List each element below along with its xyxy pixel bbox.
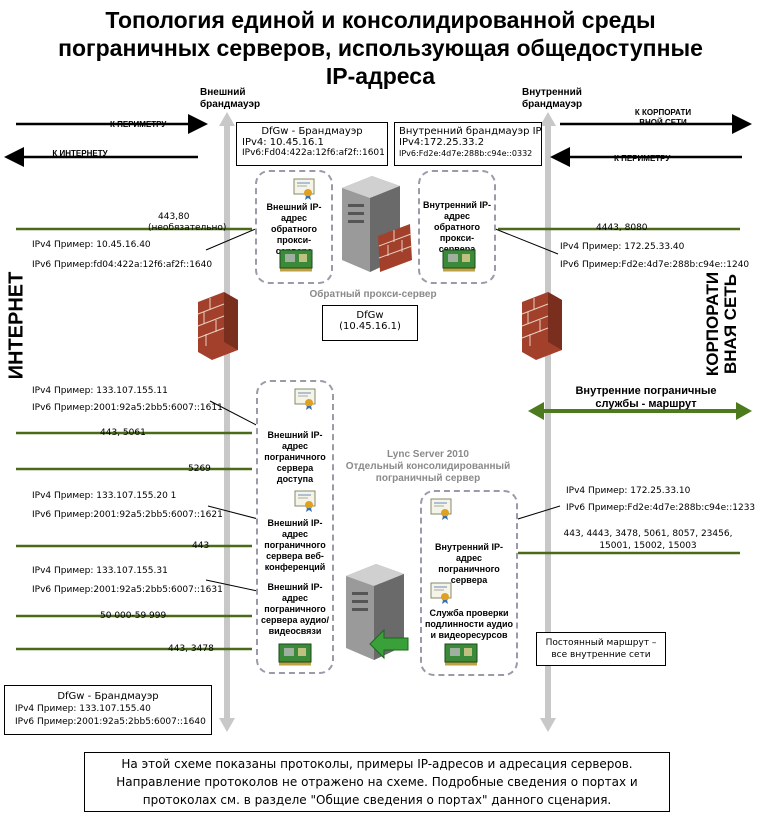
dfgw-top-title: DfGw - Брандмауэр [261,126,363,137]
rp-int-ipv6: IPv6 Пример:Fd2e:4d7e:288b:c94e::1240 [560,260,750,270]
internal-firewall-label: Внутренний брандмауэр [522,87,583,110]
to-perimeter-right-label: К ПЕРИМЕТРУ [614,154,671,163]
brick-wall-icon [197,292,238,360]
edge-internal-label: Внутренний IP-адрес пограничного сервера [435,542,503,585]
lync-caption-line1: Lync Server 2010 [387,449,469,460]
green-traffic-lines [16,227,740,651]
dfgw-mid-line2: (10.45.16.1) [339,321,401,332]
edge-external-card: Внешний IP-адрес пограничного сервера до… [256,380,334,674]
lync-caption: Lync Server 2010 Отдельный консолидирова… [338,449,518,485]
lync-caption-line2: Отдельный консолидированный пограничный … [345,461,511,484]
dfgw-bottom-title: DfGw - Брандмауэр [57,691,159,702]
internet-label: ИНТЕРНЕТ [5,271,28,380]
network-card-icon [278,643,312,666]
server-icon [342,176,413,272]
certificate-icon [294,490,316,512]
external-firewall-rail [219,112,235,732]
reverse-proxy-external-card: Внешний IP-адрес обратного прокси-сервер… [255,170,333,284]
rp-ext-ipv6: IPv6 Пример:fd04:422a:12f6:af2f::1640 [32,260,213,270]
certificate-icon [293,178,315,200]
edge-access-ipv6: IPv6 Пример:2001:92a5:2bb5:6007::1611 [32,403,223,413]
footnote-line1: На этой схеме показаны протоколы, пример… [121,757,633,771]
rp-ports-ext-note: (необязательно) [148,223,227,233]
internal-edge-route-label: Внутренние пограничные службы - маршрут [575,385,717,410]
page-title: Топология единой и консолидированной сре… [0,6,761,90]
corporate-label-wrap: КОРПОРАТИ ВНАЯ СЕТЬ [672,266,761,376]
edge-int-ipv6: IPv6 Пример:Fd2e:4d7e:288b:c94e::1233 [566,503,756,513]
dfgw-bottom-ipv4: IPv4 Пример: 133.107.155.40 [15,704,151,714]
certificate-icon [430,498,452,520]
title-line-1: Топология единой и консолидированной сре… [105,7,656,33]
internal-fw-box: Внутренний брандмауэр IP IPv4:172.25.33.… [394,122,542,166]
reverse-proxy-internal-label: Внутренний IP-адрес обратного прокси-сер… [423,200,491,254]
rp-ports-int: 4443, 8080 [596,223,648,233]
reverse-proxy-internal-card: Внутренний IP-адрес обратного прокси-сер… [418,170,496,284]
edge-av-label: Внешний IP-адрес пограничного сервера ау… [261,582,329,636]
edge-access-ports1: 443, 5061 [100,428,146,438]
footnote-box: На этой схеме показаны протоколы, пример… [84,752,670,812]
edge-access-ipv4: IPv4 Пример: 133.107.155.11 [32,386,168,396]
footnote-line3: протоколах см. в разделе "Общие сведения… [142,793,612,807]
edge-web-ports: 443 [192,541,210,551]
dfgw-mid-line1: DfGw [356,310,384,321]
dfgw-top-ipv4: IPv4: 10.45.16.1 [242,137,324,148]
edge-int-ports: 443, 4443, 3478, 5061, 8057, 23456, 1500… [563,529,733,551]
internal-fw-title: Внутренний брандмауэр IP [399,126,542,137]
footnote-line2: Направление протоколов не отражено на сх… [116,775,638,789]
reverse-proxy-caption: Обратный прокси-сервер [309,289,437,300]
rp-ports-ext: 443,80 [158,212,190,222]
edge-av-ipv6: IPv6 Пример:2001:92a5:2bb5:6007::1631 [32,585,223,595]
title-line-2: пограничных серверов, использующая общед… [58,35,703,61]
title-line-3: IP-адреса [325,63,436,89]
edge-web-ipv4: IPv4 Пример: 133.107.155.20 1 [32,491,177,501]
edge-access-ports2: 5269 [188,464,211,474]
dfgw-top-ipv6: IPv6:Fd04:422a:12f6:af2f::1601 [242,148,385,158]
edge-internal-card: Внутренний IP-адрес пограничного сервера… [420,490,518,676]
edge-access-label: Внешний IP-адрес пограничного сервера до… [264,430,326,484]
edge-int-ipv4: IPv4 Пример: 172.25.33.10 [566,486,691,496]
certificate-icon [430,582,452,604]
edge-av-ports1: 50 000-59 999 [100,611,167,621]
dfgw-bottom-ipv6: IPv6 Пример:2001:92a5:2bb5:6007::1640 [15,717,206,727]
edge-av-ports2: 443, 3478 [168,644,214,654]
edge-web-label: Внешний IP-адрес пограничного сервера ве… [264,518,326,572]
external-firewall-label: Внешний брандмауэр [200,87,261,110]
dfgw-mid-box: DfGw (10.45.16.1) [322,305,418,341]
dfgw-bottom-box: DfGw - Брандмауэр IPv4 Пример: 133.107.1… [4,685,212,735]
edge-av-ipv4: IPv4 Пример: 133.107.155.31 [32,566,168,576]
network-card-icon [442,249,476,272]
to-perimeter-left-label: К ПЕРИМЕТРУ [110,120,167,129]
edge-auth-label: Служба проверки подлинности аудио и виде… [424,608,513,640]
certificate-icon [294,388,316,410]
rp-int-ipv4: IPv4 Пример: 172.25.33.40 [560,242,685,252]
edge-web-ipv6: IPv6 Пример:2001:92a5:2bb5:6007::1621 [32,510,223,520]
corporate-network-label: КОРПОРАТИ ВНАЯ СЕТЬ [703,271,740,377]
persistent-route-box: Постоянный маршрут – все внутренние сети [536,632,666,666]
to-internet-label: К ИНТЕРНЕТУ [52,149,108,158]
to-corporate-label: К КОРПОРАТИ ВНОЙ СЕТИ [634,108,692,127]
network-card-icon [444,643,478,666]
brick-wall-icon [521,292,562,360]
persistent-route-text: Постоянный маршрут – все внутренние сети [545,638,657,660]
internal-firewall-rail [540,112,556,732]
internal-fw-ipv4: IPv4:172.25.33.2 [399,137,485,148]
rp-ext-ipv4: IPv4 Пример: 10.45.16.40 [32,240,151,250]
internal-fw-ipv6: IPv6:Fd2e:4d7e:288b:c94e::0332 [399,149,533,158]
dfgw-top-box: DfGw - Брандмауэр IPv4: 10.45.16.1 IPv6:… [236,122,388,166]
green-arrow-icon [369,628,409,660]
network-card-icon [279,249,313,272]
